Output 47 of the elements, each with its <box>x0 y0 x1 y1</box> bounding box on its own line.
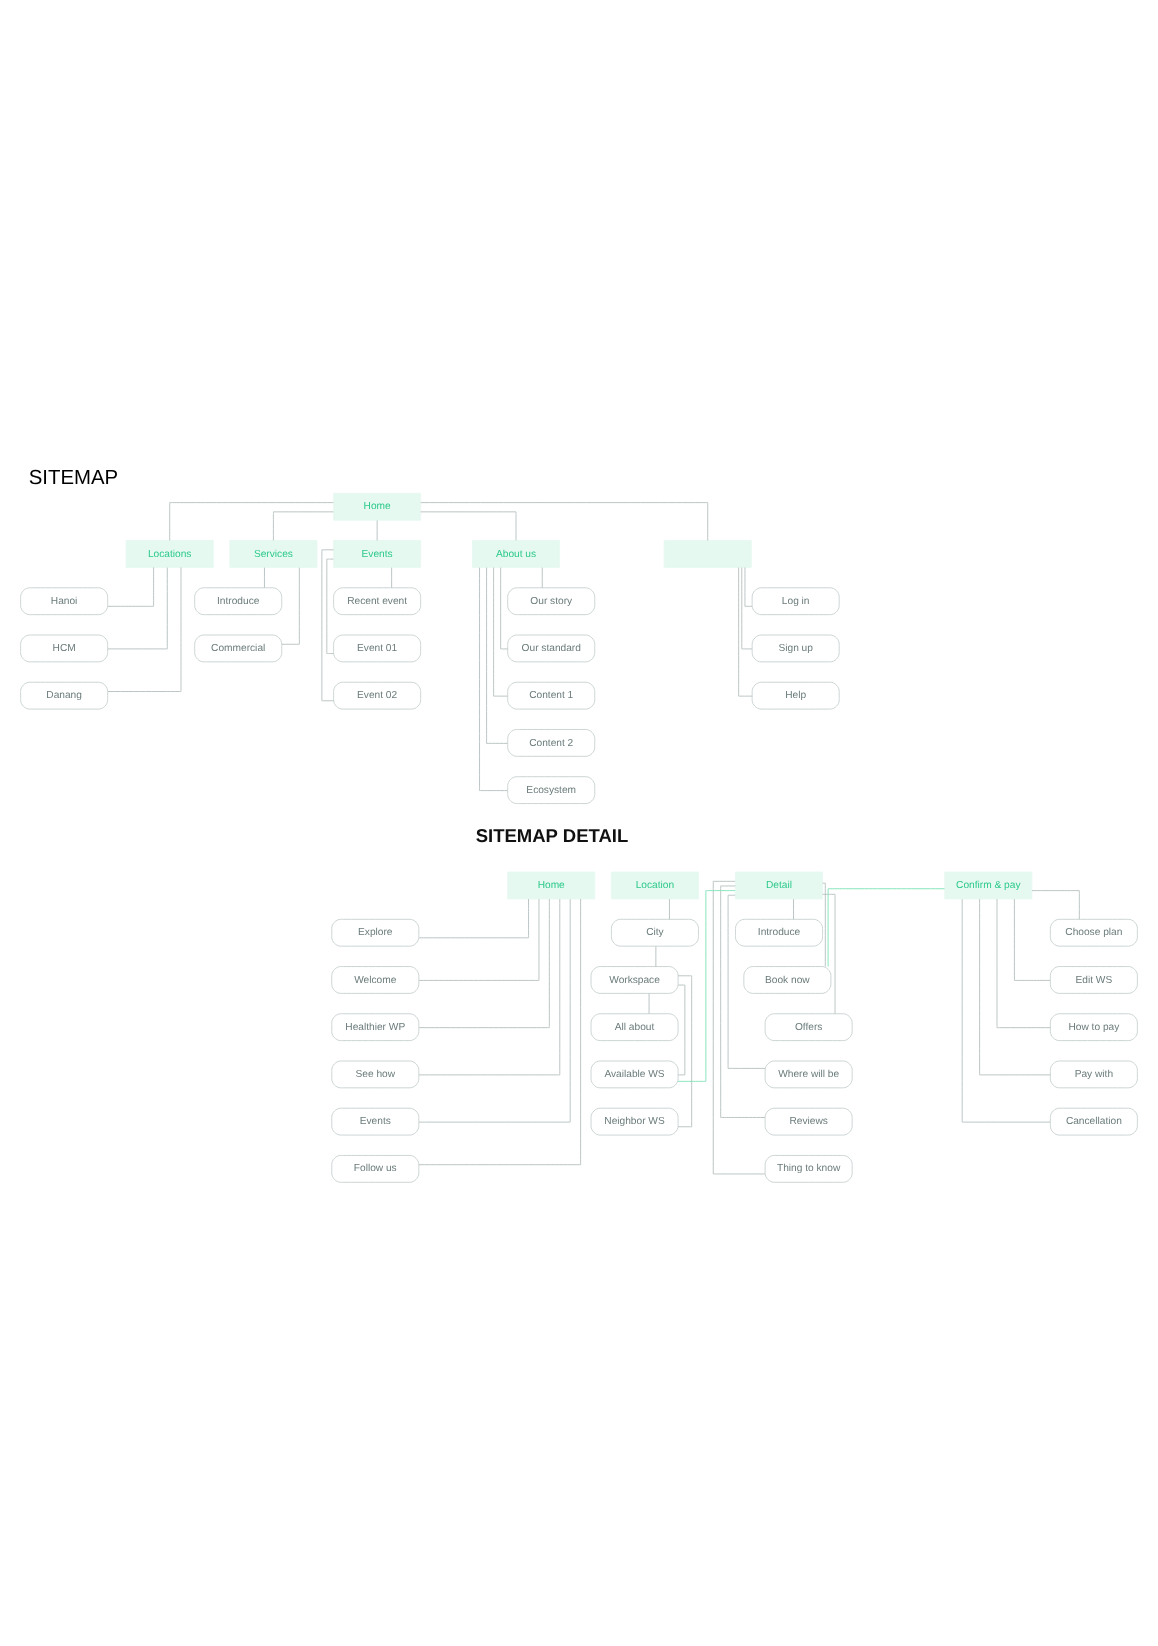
connector <box>648 993 650 1015</box>
connector <box>744 567 753 607</box>
label: SITEMAP DETAIL <box>475 825 629 846</box>
connector <box>727 894 766 1069</box>
connector <box>264 567 265 589</box>
connector <box>1013 898 1051 981</box>
connector <box>418 898 550 1029</box>
connector <box>418 898 540 981</box>
connector <box>996 898 1051 1029</box>
connector <box>418 898 582 1166</box>
connector <box>961 898 1051 1123</box>
connector <box>1031 890 1080 920</box>
connector <box>500 567 509 650</box>
connector <box>391 567 393 589</box>
connector <box>677 984 686 1076</box>
connector <box>418 898 571 1123</box>
diagram-title: SITEMAP <box>28 467 119 490</box>
connector <box>822 893 836 1015</box>
connector <box>741 567 753 650</box>
connector <box>668 898 670 920</box>
connector <box>720 885 766 1118</box>
connector <box>827 888 945 967</box>
connector <box>281 567 300 645</box>
connector <box>169 502 334 541</box>
connector <box>107 567 155 607</box>
connector <box>107 567 168 650</box>
connector <box>272 511 334 541</box>
connector <box>418 898 561 1076</box>
connector <box>376 519 378 541</box>
connector <box>793 898 794 920</box>
connector <box>486 567 508 744</box>
connector <box>677 890 736 1082</box>
connector <box>822 882 826 967</box>
connector <box>107 566 182 692</box>
connector <box>420 502 709 541</box>
node-box <box>663 540 752 568</box>
connector <box>479 567 508 792</box>
connector <box>979 898 1051 1076</box>
connector <box>420 511 517 541</box>
connector <box>418 898 529 939</box>
connector <box>541 567 543 589</box>
connector <box>321 549 335 702</box>
connector <box>493 567 509 697</box>
connector <box>712 880 766 1175</box>
connector <box>655 945 657 967</box>
connector <box>738 567 753 697</box>
connector <box>677 975 693 1128</box>
